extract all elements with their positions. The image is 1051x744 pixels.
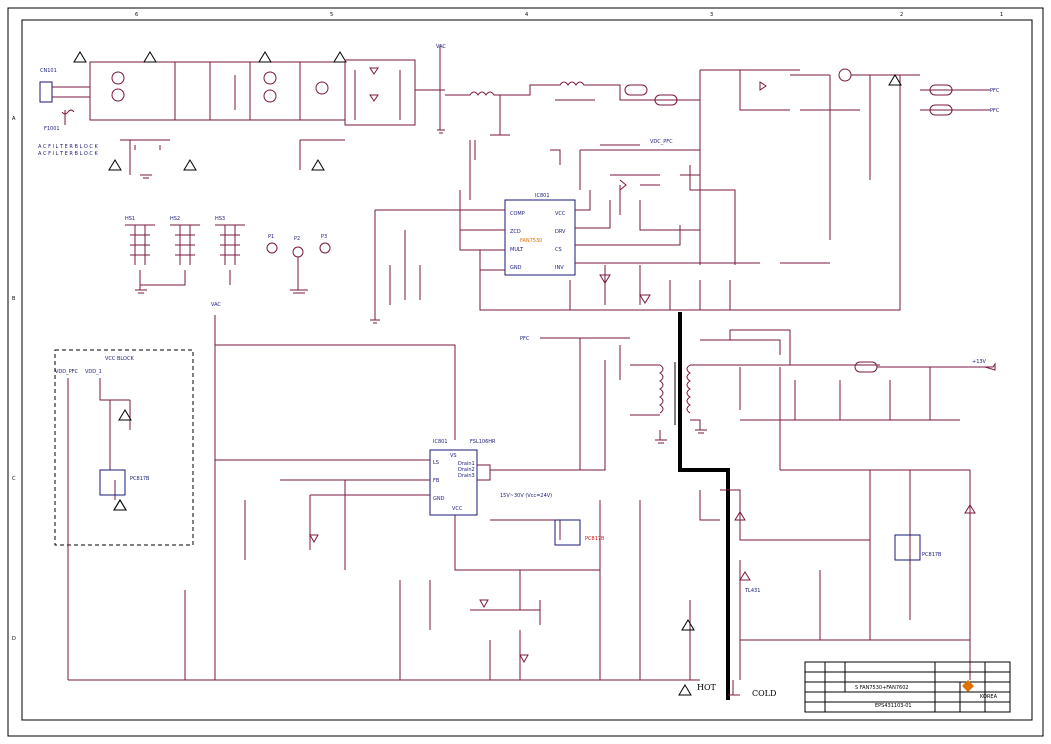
vdc-pfc-label: VDC_PFC	[650, 139, 673, 145]
ic2-pin-vcc: VCC	[452, 506, 463, 512]
col-marker-2: 2	[900, 12, 903, 18]
ic2-name: IC801	[433, 439, 448, 445]
vcc-pfc-tag: VDD_PFC	[55, 369, 79, 375]
ic1-pin-cs: CS	[555, 247, 562, 253]
ic1-pin-drv: DRV	[555, 229, 566, 235]
ac-filter-block: CN101 F1001 A C F I L T E R B L O C K A …	[38, 51, 347, 179]
col-marker-3: 3	[710, 12, 713, 18]
ic2-pin-drain2: Drain2	[458, 467, 475, 473]
ic-fan7530-body	[504, 199, 576, 276]
pin-p3: P3	[321, 234, 327, 240]
ic2-part: FSL106HR	[470, 439, 496, 445]
company-logo-icon	[962, 680, 974, 692]
secondary-section: +13V TL431 PC817B	[699, 359, 996, 680]
pin-p2: P2	[294, 236, 300, 242]
inner-frame	[21, 19, 1033, 721]
ic1-pin-mult: MULT	[510, 247, 524, 253]
bridge-rectifier: VAC	[344, 44, 446, 134]
ic1-pin-zcd: ZCD	[510, 229, 521, 235]
ic-fsl106hr-body	[429, 449, 478, 516]
heatsinks: HS1 HS2 HS3 P1 P2 P3	[125, 216, 331, 294]
pfc-output-label-2: PFC	[990, 108, 1000, 114]
tl431-label: TL431	[744, 588, 760, 594]
row-marker-b: B	[12, 296, 16, 302]
secondary-optocoupler-label: PC817B	[922, 552, 942, 558]
ic2-pin-fb: FB	[433, 478, 440, 484]
ic2-pin-gnd: GND	[433, 496, 445, 502]
frame-column-markers: 6 5 4 3 2 1 A B C D	[12, 12, 1003, 642]
vac-label-top: VAC	[436, 44, 446, 50]
title-block-frame	[804, 661, 1011, 713]
row-marker-d: D	[12, 636, 16, 642]
col-marker-5: 5	[330, 12, 333, 18]
col-marker-6: 6	[135, 12, 138, 18]
main-transformer: PFC	[520, 329, 880, 470]
vcc-block-border	[54, 349, 194, 546]
ic1-name: IC801	[535, 193, 550, 199]
ic1-pin-gnd: GND	[510, 265, 522, 271]
title-doc-number: EPS431103-01	[875, 703, 912, 709]
vcc-block: VCC BLOCK VDD_PFC VDD_1 PC817B	[54, 349, 194, 680]
vdd-tag: VDD_1	[85, 369, 102, 375]
ic1-part: FAN7530	[520, 238, 542, 244]
col-marker-1: 1	[1000, 12, 1003, 18]
ic2-pin-drain3: Drain3	[458, 473, 475, 479]
title-model: S FAN7530+FAN7602	[855, 685, 909, 691]
output-rail-label: +13V	[972, 359, 987, 365]
ic1-pin-vcc: VCC	[555, 211, 566, 217]
row-marker-c: C	[12, 476, 16, 482]
pin-p1: P1	[268, 234, 274, 240]
ac-filter-label-1: A C F I L T E R B L O C K	[38, 144, 98, 150]
vac-label-bottom: VAC	[211, 302, 221, 308]
ic2-pin-vs: VS	[450, 453, 457, 459]
voltage-note: 15V~30V (Vcc=24V)	[500, 493, 552, 499]
row-marker-a: A	[12, 116, 16, 122]
outer-frame	[7, 7, 1044, 737]
col-marker-4: 4	[525, 12, 528, 18]
hot-side-label: HOT	[697, 683, 717, 692]
title-company: KOREA	[980, 694, 998, 700]
pfc-controller-ic: IC801 COMP ZCD MULT GND VCC DRV CS INV F…	[370, 110, 901, 324]
cold-side-label: COLD	[752, 689, 776, 698]
ic2-pin-drain1: Drain1	[458, 461, 475, 467]
connector-cn101	[39, 81, 53, 103]
vcc-block-title: VCC BLOCK	[105, 356, 134, 362]
pfc-input-label: PFC	[520, 336, 530, 342]
title-block: S FAN7530+FAN7602 KOREA EPS431103-01	[804, 661, 1011, 713]
isolation-boundary-line	[678, 312, 730, 700]
ic2-pin-ls: LS	[433, 460, 439, 466]
heatsink-2: HS2	[170, 216, 180, 222]
ac-filter-label-2: A C F I L T E R B L O C K	[38, 151, 98, 157]
heatsink-1: HS1	[125, 216, 135, 222]
vcc-optocoupler-label: PC817B	[130, 476, 150, 482]
pfc-section: PFC PFC VDC_PFC	[445, 68, 1000, 265]
fuse-label: F1001	[44, 126, 60, 132]
connector-label: CN101	[40, 68, 57, 74]
pfc-output-label-1: PFC	[990, 88, 1000, 94]
primary-section: VAC IC801 FSL106HR LS FB GND Drain1 Drai…	[68, 302, 700, 696]
heatsink-3: HS3	[215, 216, 225, 222]
ic1-pin-comp: COMP	[510, 211, 525, 217]
ic1-pin-inv: INV	[555, 265, 564, 271]
primary-optocoupler-label: PC817B	[585, 536, 605, 542]
